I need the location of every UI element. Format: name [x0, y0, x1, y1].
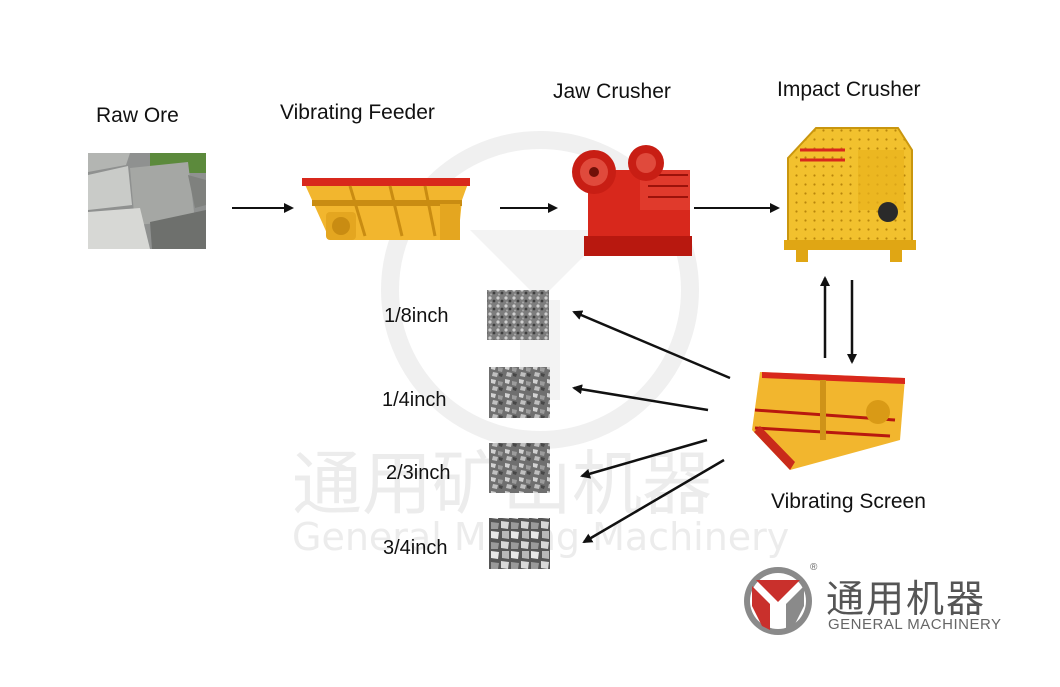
- label-jaw-crusher: Jaw Crusher: [553, 80, 671, 103]
- gravel-sample-2: [489, 367, 550, 418]
- label-size-2: 1/4inch: [382, 389, 447, 411]
- arrow-screen-to-size-3: [580, 438, 708, 479]
- label-size-1: 1/8inch: [384, 305, 449, 327]
- label-impact-crusher: Impact Crusher: [777, 78, 921, 101]
- jaw-crusher-image: [572, 145, 692, 256]
- gravel-sample-3: [489, 443, 550, 493]
- label-vibrating-feeder: Vibrating Feeder: [280, 101, 435, 124]
- logo-registered-mark: ®: [810, 562, 818, 573]
- vibrating-screen-image: [752, 372, 905, 470]
- gravel-sample-1: [487, 290, 549, 340]
- gravel-sample-4: [489, 518, 550, 569]
- label-size-4: 3/4inch: [383, 537, 448, 559]
- arrow-screen-to-size-4: [582, 458, 725, 544]
- vibrating-feeder-image: [302, 178, 470, 240]
- label-raw-ore: Raw Ore: [96, 104, 179, 127]
- arrow-screen-to-size-2: [572, 384, 709, 412]
- arrow-screen-to-size-1: [572, 310, 731, 380]
- impact-crusher-image: [784, 127, 916, 262]
- label-size-3: 2/3inch: [386, 462, 451, 484]
- label-vibrating-screen: Vibrating Screen: [771, 490, 926, 513]
- company-logo-mark: [744, 567, 812, 635]
- logo-text-en: GENERAL MACHINERY: [828, 616, 1002, 633]
- logo-text-cn: 通用机器: [826, 577, 987, 621]
- raw-ore-image: [88, 153, 206, 249]
